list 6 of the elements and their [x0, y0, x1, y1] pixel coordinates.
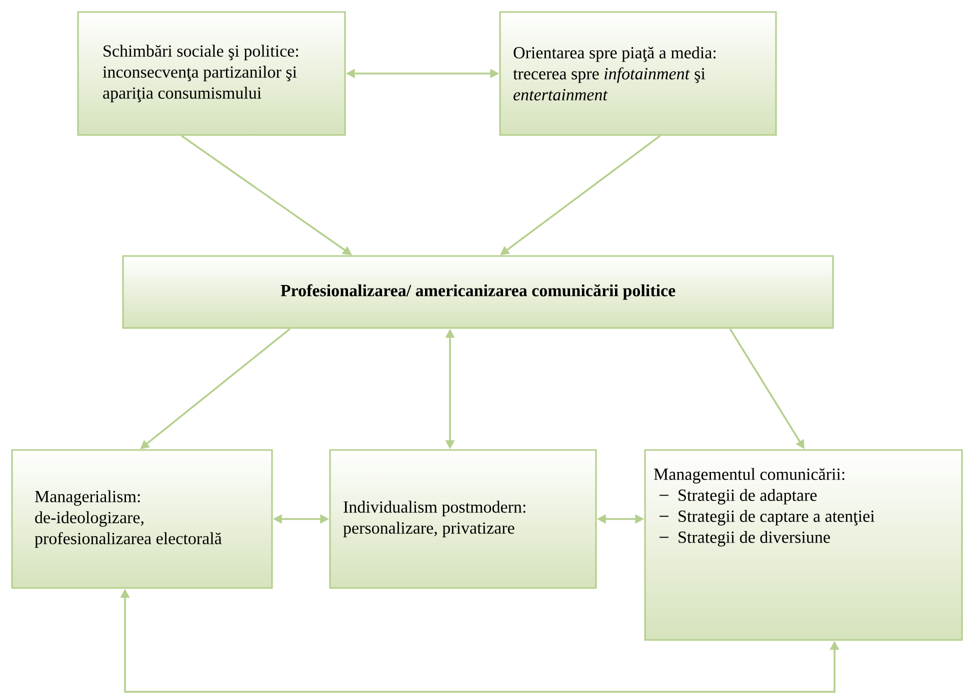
process-box: Managerialism: de-ideologizare, profesionalizarea electorală — [11, 449, 273, 589]
central-box: Profesionalizarea/ americanizarea comunicării politice — [122, 255, 834, 329]
process-box: Orientarea spre piaţă a media: trecerea spre infotainment şi entertainment — [499, 11, 777, 136]
process-box: Individualism postmodern: personalizare, privatizare — [329, 449, 597, 589]
process-box: Managementul comunicării: Strategii de adaptare Strategii de captare a atenţiei Strategii de diversiune — [644, 449, 963, 641]
process-box: Schimbări sociale şi politice: inconsecvenţa partizanilor şi apariţia consumismului — [77, 11, 346, 136]
